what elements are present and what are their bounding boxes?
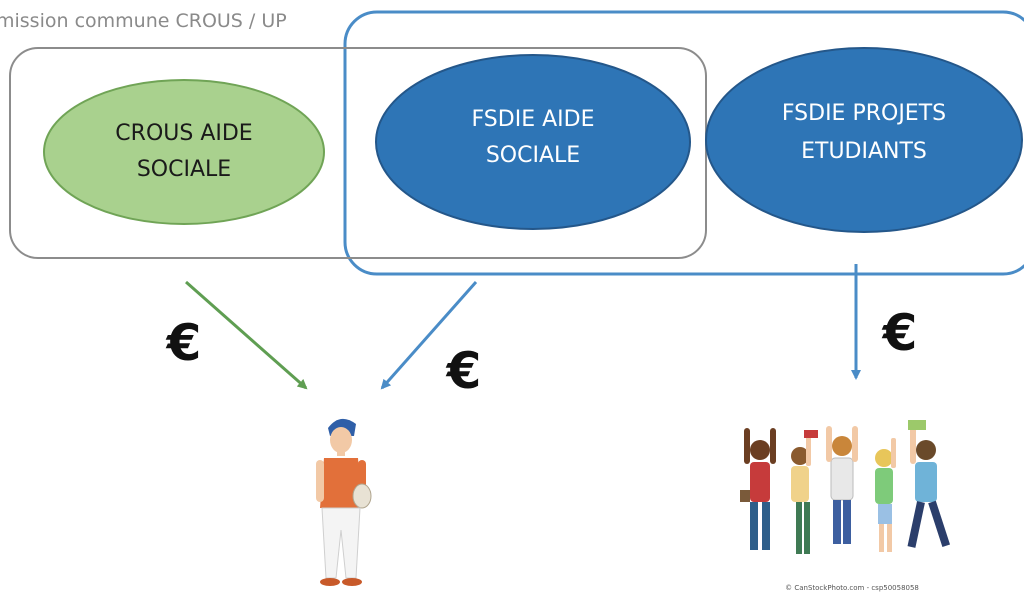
diagram-title: mission commune CROUS / UP: [0, 10, 287, 32]
euro-symbol-fsdie-aide: €: [446, 342, 482, 400]
fsdie-projets-etudiants-label-1: FSDIE PROJETS: [782, 101, 946, 126]
image-credit: © CanStockPhoto.com - csp50058058: [785, 584, 919, 592]
euro-symbol-fsdie-projets: €: [882, 304, 918, 362]
students-group-illustration: [740, 420, 951, 554]
arrow-crous-to-student: [185, 280, 308, 390]
fsdie-aide-sociale-label-1: FSDIE AIDE: [472, 107, 595, 132]
fsdie-projets-etudiants-node: [705, 47, 1023, 233]
arrow-fsdie-aide-to-student: [380, 281, 478, 390]
fsdie-aide-sociale-node: [375, 54, 691, 230]
fsdie-projets-etudiants-label-2: ETUDIANTS: [801, 139, 927, 164]
crous-aide-sociale-label-2: SOCIALE: [137, 157, 231, 182]
crous-aide-sociale-label-1: CROUS AIDE: [115, 121, 252, 146]
crous-aide-sociale-node: [43, 79, 325, 225]
fsdie-frame: [343, 10, 1024, 276]
fsdie-aide-sociale-label-2: SOCIALE: [486, 143, 580, 168]
euro-symbol-crous: €: [166, 314, 202, 372]
commission-frame: [9, 47, 707, 259]
student-illustration: [316, 418, 372, 586]
